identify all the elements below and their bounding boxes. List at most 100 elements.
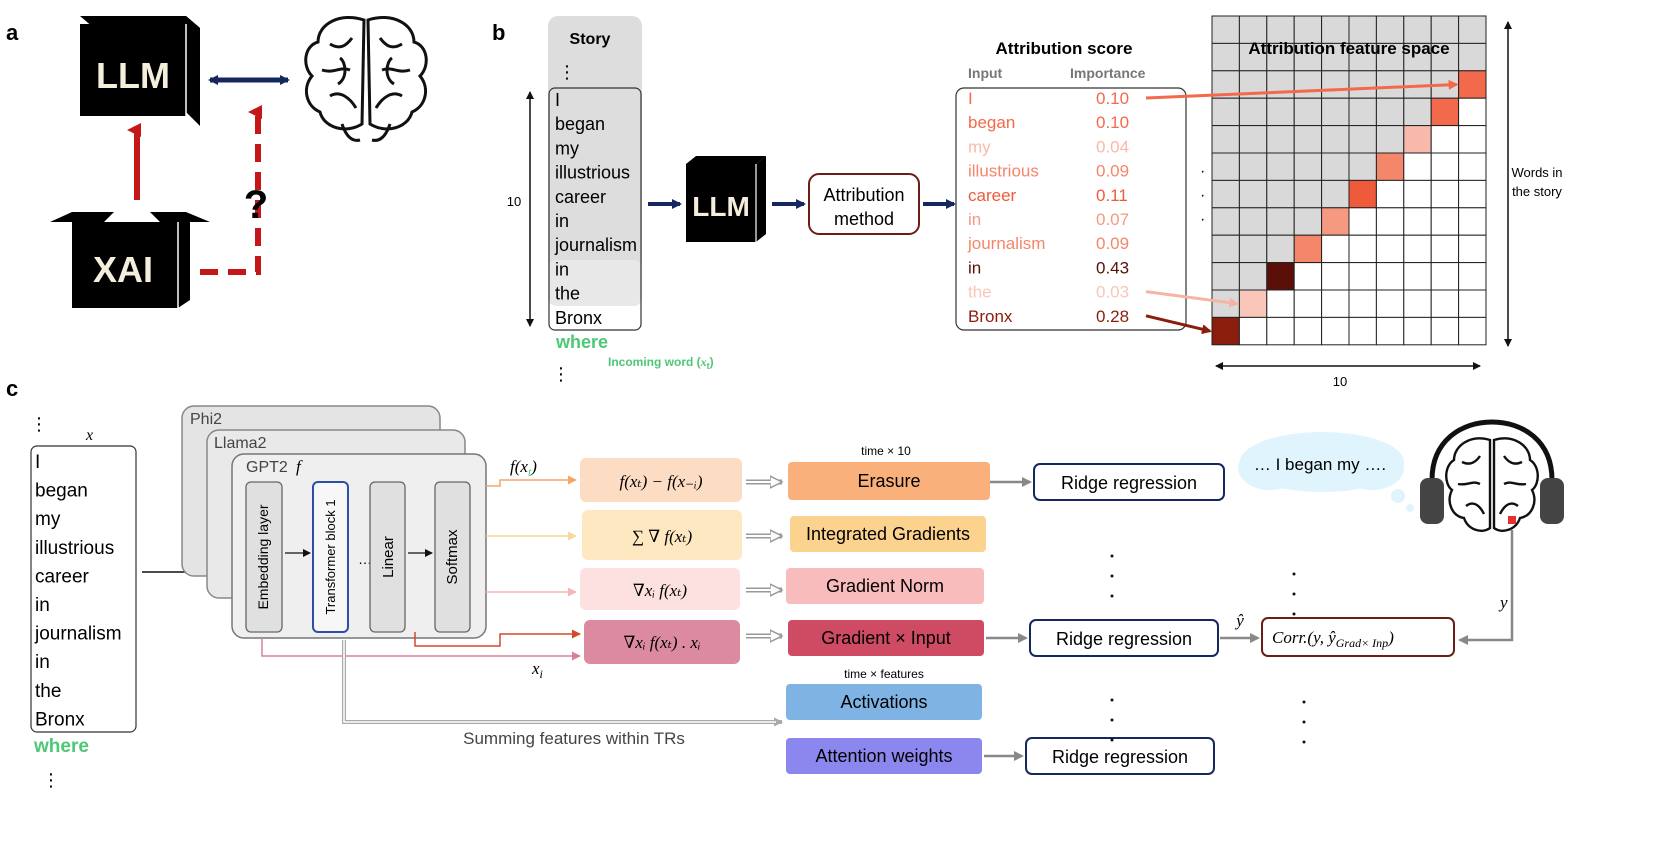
story-word: Bronx [555, 308, 602, 328]
xai-box: XAI [50, 212, 210, 308]
score-word: Bronx [968, 307, 1013, 326]
grid-cell [1348, 207, 1377, 236]
grid-cell [1430, 289, 1460, 318]
input-word: Bronx [35, 709, 85, 730]
grid-cell [1211, 179, 1240, 209]
score-word: journalism [967, 234, 1045, 253]
grid-cell [1293, 152, 1323, 181]
story-word: began [555, 114, 605, 134]
incoming-word: where [555, 332, 608, 352]
grid-cell [1458, 179, 1487, 209]
grid-cell [1238, 316, 1268, 346]
method-line-1: Attribution [823, 185, 904, 205]
grid-cell [1266, 234, 1295, 264]
score-word: career [968, 186, 1017, 205]
story-word: I [555, 90, 560, 110]
input-x-label: x [85, 427, 93, 444]
grid-cell [1458, 97, 1487, 127]
words-in-story-1: Words in [1511, 165, 1562, 180]
grid-cell [1403, 289, 1432, 318]
grid-cell [1375, 152, 1405, 181]
col-input: Input [968, 65, 1003, 81]
grid-cell [1348, 42, 1377, 72]
story-word: in [555, 211, 569, 231]
grid-cell [1403, 125, 1432, 154]
grid-cell [1266, 152, 1295, 181]
grid-cell [1375, 70, 1405, 99]
formula-gradinput-text: ∇xᵢ f(xₜ) . xᵢ [623, 633, 700, 652]
grid-cell [1293, 15, 1323, 44]
score-value: 0.11 [1096, 186, 1128, 205]
grid-cell [1403, 97, 1432, 127]
feature-space-title: Attribution feature space [1248, 39, 1449, 58]
grid-cell [1375, 207, 1405, 236]
grid-cell [1266, 15, 1295, 44]
brain-to-corr-arrow [1458, 530, 1514, 645]
grid-cell [1430, 125, 1460, 154]
input-words-box [30, 445, 137, 733]
grid-cell [1266, 179, 1295, 209]
method-box [790, 516, 986, 552]
grid-cell [1211, 42, 1240, 72]
grid-cell [1403, 207, 1432, 236]
score-value: 0.10 [1096, 89, 1129, 108]
incoming-word-label: Incoming word (xt) [608, 355, 714, 371]
grid-cell [1348, 70, 1377, 99]
grid-cell [1266, 97, 1295, 127]
grid-cell [1375, 15, 1405, 44]
grid-cell [1266, 207, 1295, 236]
input-word: in [35, 595, 50, 616]
grid-cell [1375, 289, 1405, 318]
grid-cell [1238, 234, 1268, 264]
grid-cell [1238, 97, 1268, 127]
score-word: in [968, 210, 981, 229]
grid-cell [1266, 262, 1295, 291]
panel-label-a: a [6, 20, 19, 45]
input-word: my [35, 509, 61, 530]
grid-cell [1458, 15, 1487, 44]
attribution-method-box: Attribution method [808, 173, 920, 235]
grid-cell [1293, 234, 1323, 264]
story-word: the [555, 284, 580, 304]
time-x10-label: time × 10 [861, 444, 911, 458]
score-word: I [968, 89, 973, 108]
story-dots-bottom: ⋮ [552, 364, 570, 384]
grid-cell [1211, 234, 1240, 264]
grid-cell [1430, 179, 1460, 209]
grid-side-dot-2: · [1200, 187, 1205, 204]
panel-label-b: b [492, 20, 505, 45]
grid-cell [1293, 70, 1323, 99]
grid-cell [1348, 125, 1377, 154]
formula-erasure-text: f(xₜ) − f(x₋ᵢ) [619, 472, 702, 491]
f-xt-label: f(xt) [510, 457, 537, 479]
method-label: Erasure [857, 471, 920, 491]
grid-cell [1348, 262, 1377, 291]
panel-label-c: c [6, 376, 18, 401]
story-word: journalism [554, 235, 637, 255]
grid-cell [1321, 262, 1350, 291]
grid-cell [1293, 125, 1323, 154]
grid-cell [1458, 152, 1487, 181]
grid-cell [1321, 125, 1350, 154]
input-word: illustrious [35, 538, 114, 559]
grid-side-dot-1: · [1200, 163, 1205, 180]
grid-cell [1458, 42, 1487, 72]
grid-cell [1375, 179, 1405, 209]
model-stack: Phi2 Llama2 GPT2 f Embedding layer Trans… [181, 405, 487, 639]
f-label: f [296, 457, 303, 476]
grid-cell [1458, 234, 1487, 264]
grid-cell [1266, 70, 1295, 99]
input-dots-bottom: ⋮ [42, 770, 60, 790]
formula-gradnorm [580, 568, 740, 610]
llm-box-a: LLM [80, 16, 200, 126]
input-word: the [35, 681, 61, 702]
ridge-label-3: Ridge regression [1052, 747, 1188, 767]
grid-cell [1238, 289, 1268, 318]
block-softmax-label: Softmax [444, 529, 461, 585]
model-label-gpt2: GPT2 [246, 459, 288, 476]
score-to-cell-arrow [1145, 79, 1459, 100]
grid-cell [1211, 207, 1240, 236]
method-label: Gradient × Input [821, 628, 951, 648]
grid-cell [1348, 316, 1377, 346]
